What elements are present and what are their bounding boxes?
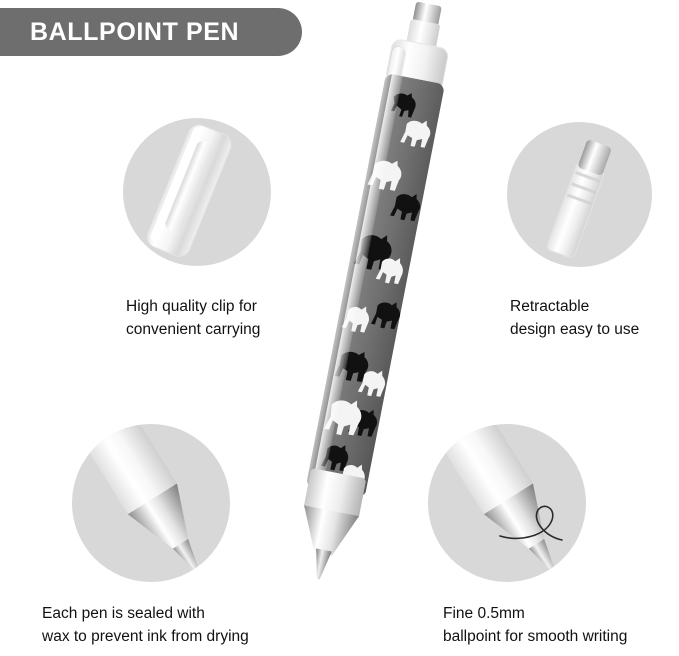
pen-cone [296, 505, 359, 559]
callout-fine-point-caption-line1: Fine 0.5mm [443, 605, 525, 622]
callout-clip-caption-line1: High quality clip for [126, 298, 257, 315]
pen-tip-closeup-icon [72, 424, 230, 582]
pen-clip-closeup-icon [124, 118, 271, 266]
callout-fine-point [428, 424, 586, 582]
callout-sealed-wax-caption: Each pen is sealed with wax to prevent i… [42, 602, 272, 648]
dog-silhouette-pattern-icon [320, 93, 431, 491]
callout-retractable [507, 122, 652, 267]
pen-barrel-highlight [311, 74, 403, 489]
callout-sealed-wax [72, 424, 230, 582]
ink-stroke-icon [499, 505, 563, 541]
pen-cap [385, 37, 450, 88]
callout-clip [123, 118, 271, 266]
pen-plunger-closeup-icon [519, 127, 641, 267]
callout-fine-point-caption-line2: ballpoint for smooth writing [443, 628, 628, 645]
callout-retractable-caption-line2: design easy to use [510, 321, 640, 338]
callout-sealed-wax-caption-line1: Each pen is sealed with [42, 605, 205, 622]
title-banner: BALLPOINT PEN [0, 8, 302, 56]
pen-plunger-tip [412, 1, 442, 27]
page-title: BALLPOINT PEN [30, 17, 240, 46]
callout-clip-caption: High quality clip for convenient carryin… [126, 295, 316, 341]
pen-plunger [405, 18, 441, 52]
callout-clip-caption-line2: convenient carrying [126, 321, 261, 338]
pen-clip [369, 45, 407, 173]
callout-sealed-wax-caption-line2: wax to prevent ink from drying [42, 628, 249, 645]
pen-grip [303, 467, 367, 520]
callout-fine-point-caption: Fine 0.5mm ballpoint for smooth writing [443, 602, 673, 648]
callout-retractable-caption: Retractable design easy to use [510, 295, 679, 341]
pen-tip [310, 548, 331, 581]
callout-retractable-caption-line1: Retractable [510, 298, 590, 315]
pen-barrel [305, 73, 446, 497]
